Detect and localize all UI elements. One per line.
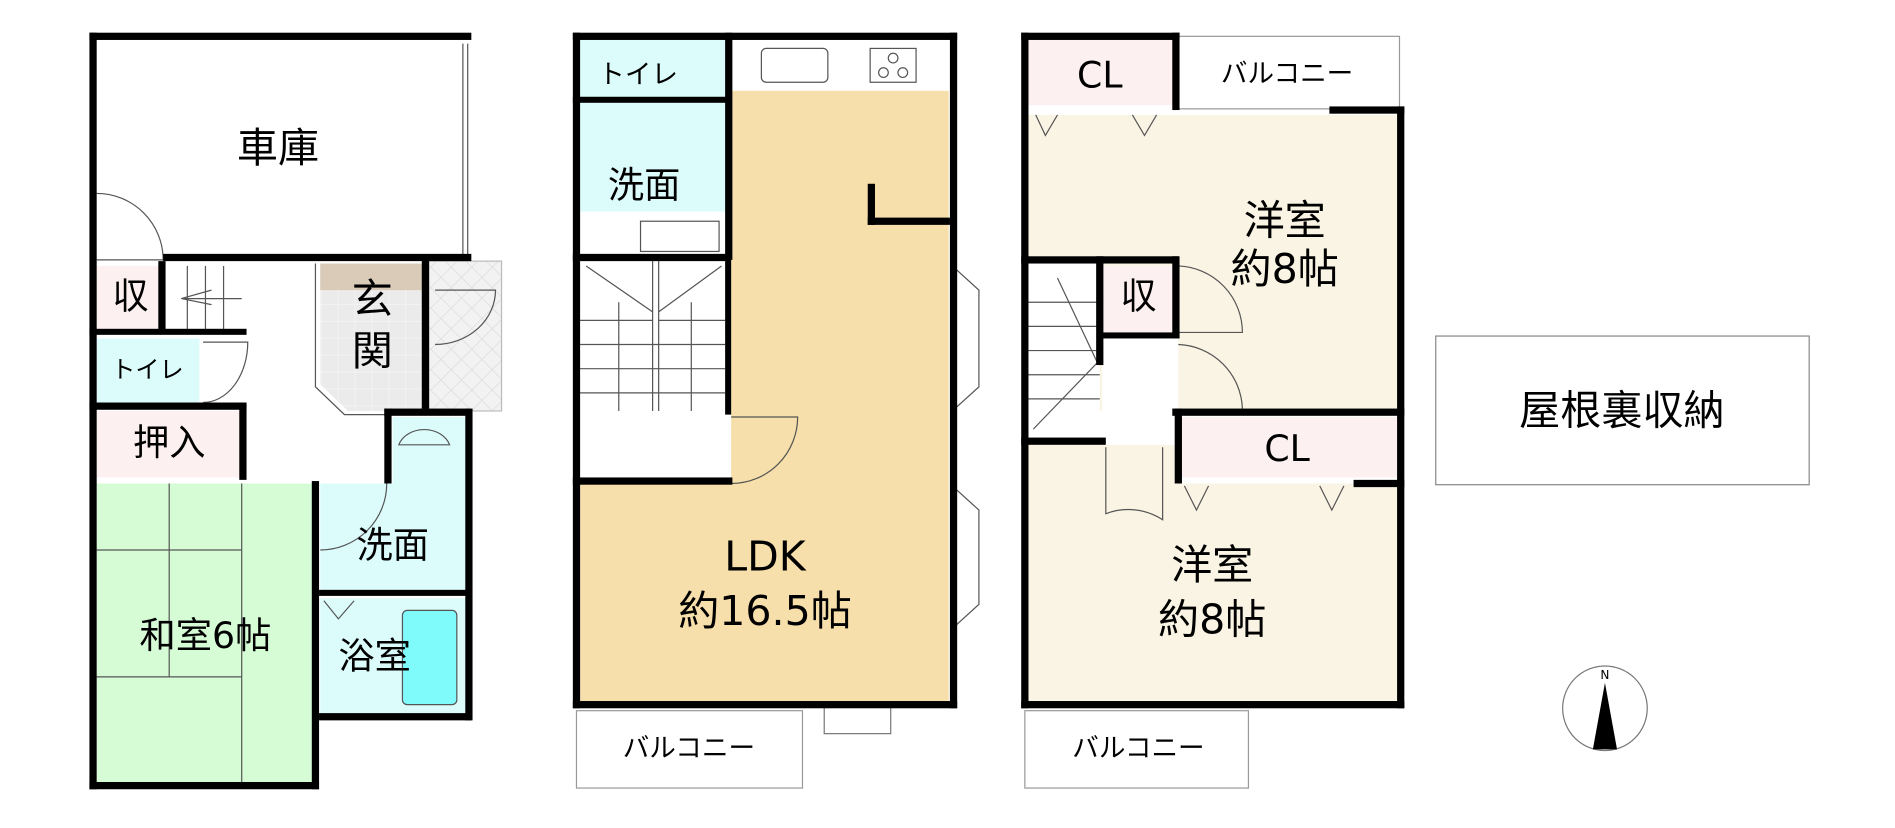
oshiire-closet — [96, 410, 242, 478]
washitsu-room: 和室6帖 — [96, 483, 315, 786]
balcony-label-2f: バルコニー — [623, 733, 755, 764]
room-label-youshitsu-bottom-1: 洋室 — [1171, 541, 1253, 589]
room-label-ldk-2: 約16.5帖 — [678, 587, 852, 635]
bathtub — [401, 609, 458, 706]
room-label-toilet-1f: トイレ — [111, 356, 183, 384]
ldk-door-arc — [731, 416, 799, 485]
balcony-top-3f — [1177, 35, 1401, 110]
bay-window-1 — [951, 265, 980, 412]
attic-storage-box — [1435, 335, 1810, 486]
room-label-storage-3f: 収 — [1120, 275, 1156, 318]
room-label-genkan-1: 玄 — [352, 275, 393, 323]
stairs-2f — [580, 259, 726, 411]
balcony-label-bottom: バルコニー — [1072, 733, 1204, 764]
bathroom-1f: 浴室 — [320, 598, 466, 714]
entrance-porch — [428, 260, 503, 412]
garage-door-arc — [96, 192, 164, 261]
room-label-toilet-2f: トイレ — [598, 60, 678, 91]
floor-3: CL バルコニー 洋室 約8帖 収 CL 洋室 約8帖 バルコニー — [1021, 32, 1405, 789]
stairs-1f — [181, 265, 242, 333]
walls-floor-3 — [1021, 32, 1405, 709]
balcony-2f — [575, 710, 804, 789]
youshitsu-bottom — [1027, 444, 1400, 702]
closet-label-mid: CL — [1264, 427, 1310, 470]
floor-1: 車庫 収 トイレ 押入 和室6帖 玄 関 洗 — [89, 32, 503, 790]
room-label-oshiire: 押入 — [133, 421, 206, 464]
washroom-2f — [580, 102, 726, 212]
closet-top-3f — [1027, 39, 1175, 106]
balcony-label-top: バルコニー — [1221, 59, 1353, 90]
room-label-storage-1f: 収 — [112, 275, 148, 318]
storage-closet-1f — [96, 265, 164, 333]
room-label-garage: 車庫 — [237, 124, 319, 172]
storage-3f — [1102, 265, 1175, 333]
genkan-entrance: 玄 関 — [314, 263, 426, 416]
toilet-2f — [580, 39, 726, 97]
front-door-arc — [435, 289, 497, 346]
room-label-ldk-1: LDK — [724, 533, 807, 581]
compass-north-label: N — [1600, 668, 1609, 682]
room-label-youshitsu-top-1: 洋室 — [1244, 197, 1326, 245]
walls-floor-1 — [89, 32, 473, 790]
balcony-bottom-3f — [1024, 710, 1250, 789]
closet-mid-3f — [1181, 417, 1400, 478]
walls-floor-2 — [572, 32, 958, 709]
washroom-1f: 洗面 — [320, 417, 466, 593]
floor-2: LDK 約16.5帖 トイレ 洗面 バルコニー — [572, 32, 980, 789]
bay-window-2 — [951, 485, 980, 629]
closet-label-top: CL — [1077, 53, 1123, 96]
north-arrow-icon: N — [1562, 665, 1648, 752]
room-label-washroom-1f: 洗面 — [357, 524, 430, 567]
room-label-youshitsu-top-2: 約8帖 — [1231, 245, 1339, 293]
room-label-bathroom: 浴室 — [338, 635, 411, 678]
toilet-1f — [96, 338, 200, 403]
attic-storage-label: 屋根裏収納 — [1519, 386, 1724, 434]
ldk-room — [580, 90, 949, 702]
sink — [639, 220, 720, 253]
room-label-washroom-2f: 洗面 — [608, 163, 681, 206]
room-label-youshitsu-bottom-2: 約8帖 — [1158, 595, 1266, 643]
room-label-washitsu: 和室6帖 — [140, 614, 272, 657]
room-label-genkan-2: 関 — [352, 327, 393, 375]
garage-room — [96, 39, 466, 258]
kitchen-counter — [731, 39, 949, 91]
toilet-door-arc — [203, 341, 249, 404]
door-arcs-3f — [1027, 114, 1345, 521]
